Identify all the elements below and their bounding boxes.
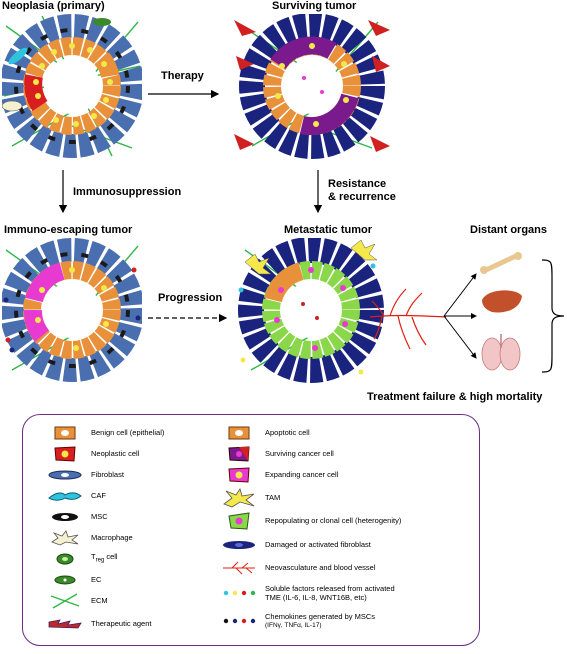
lungs-icon — [481, 334, 521, 371]
msc-icon — [45, 507, 85, 527]
caf-icon — [45, 486, 85, 506]
distant-organs-title: Distant organs — [470, 224, 548, 236]
legend-item-therapeutic: Therapeutic agent — [45, 614, 151, 634]
resistance-label: Resistance — [328, 178, 387, 190]
legend-item-ec: EC — [45, 570, 101, 590]
expanding-cancer-cell-icon — [219, 465, 259, 485]
legend-item-fibroblast: Fibroblast — [45, 465, 124, 485]
liver-icon — [482, 290, 522, 313]
chemokines-icon — [219, 611, 259, 631]
legend-item-caf: CAF — [45, 486, 106, 506]
soluble-factors-icon — [219, 583, 259, 603]
activated-fibroblast-icon — [219, 535, 259, 555]
distant-organs-illustration — [480, 252, 522, 371]
progression-label: Progression — [158, 292, 223, 304]
recurrence-label: & recurrence — [328, 191, 396, 203]
surviving-title: Surviving tumor — [272, 0, 357, 12]
neoplasia-illustration — [2, 14, 142, 158]
immunosuppression-label: Immunosuppression — [73, 186, 182, 198]
legend-item-apoptotic: Apoptotic cell — [219, 423, 310, 443]
benign-cell-icon — [45, 423, 85, 443]
legend-item-chemokines: Chemokines generated by MSCs(IFNγ, TNFα,… — [219, 609, 375, 633]
immuno-escaping-title: Immuno-escaping tumor — [4, 224, 133, 236]
blood-vessel-icon — [219, 558, 259, 578]
metastatic-tumor-illustration — [238, 238, 384, 383]
ec-icon — [45, 570, 85, 590]
organs-brace — [541, 259, 565, 373]
legend-item-neoplastic: Neoplastic cell — [45, 444, 139, 464]
legend-box: Benign cell (epithelial) Neoplastic cell… — [22, 414, 480, 646]
legend-item-surviving: Surviving cancer cell — [219, 444, 334, 464]
therapy-label: Therapy — [161, 70, 204, 82]
legend-item-repopulating: Repopulating or clonal cell (heterogenit… — [219, 511, 401, 531]
tam-icon — [219, 488, 259, 508]
organ-arrows — [443, 273, 477, 359]
legend-item-tam: TAM — [219, 488, 280, 508]
legend-item-activated-fibroblast: Damaged or activated fibroblast — [219, 535, 371, 555]
therapeutic-agent-icon — [45, 614, 85, 634]
immuno-escaping-illustration — [2, 238, 142, 382]
fibroblast-icon — [45, 465, 85, 485]
blood-vessel-illustration — [370, 288, 447, 350]
ecm-icon — [45, 591, 85, 611]
legend-item-expanding: Expanding cancer cell — [219, 465, 338, 485]
flow-arrows — [58, 89, 323, 323]
surviving-cancer-cell-icon — [219, 444, 259, 464]
legend-item-benign: Benign cell (epithelial) — [45, 423, 164, 443]
legend-item-msc: MSC — [45, 507, 108, 527]
repopulating-cell-icon — [219, 511, 259, 531]
neoplastic-cell-icon — [45, 444, 85, 464]
treg-cell-icon — [45, 549, 85, 569]
outcome-label: Treatment failure & high mortality — [367, 391, 543, 403]
legend-item-blood-vessel: Neovasculature and blood vessel — [219, 558, 376, 578]
metastatic-title: Metastatic tumor — [284, 224, 373, 236]
legend-item-ecm: ECM — [45, 591, 108, 611]
bone-icon — [480, 252, 522, 274]
neoplasia-title: Neoplasia (primary) — [2, 0, 105, 12]
legend-item-treg: Treg cell — [45, 549, 118, 569]
apoptotic-cell-icon — [219, 423, 259, 443]
macrophage-icon — [45, 528, 85, 548]
legend-item-macrophage: Macrophage — [45, 528, 133, 548]
surviving-tumor-illustration — [234, 14, 390, 159]
